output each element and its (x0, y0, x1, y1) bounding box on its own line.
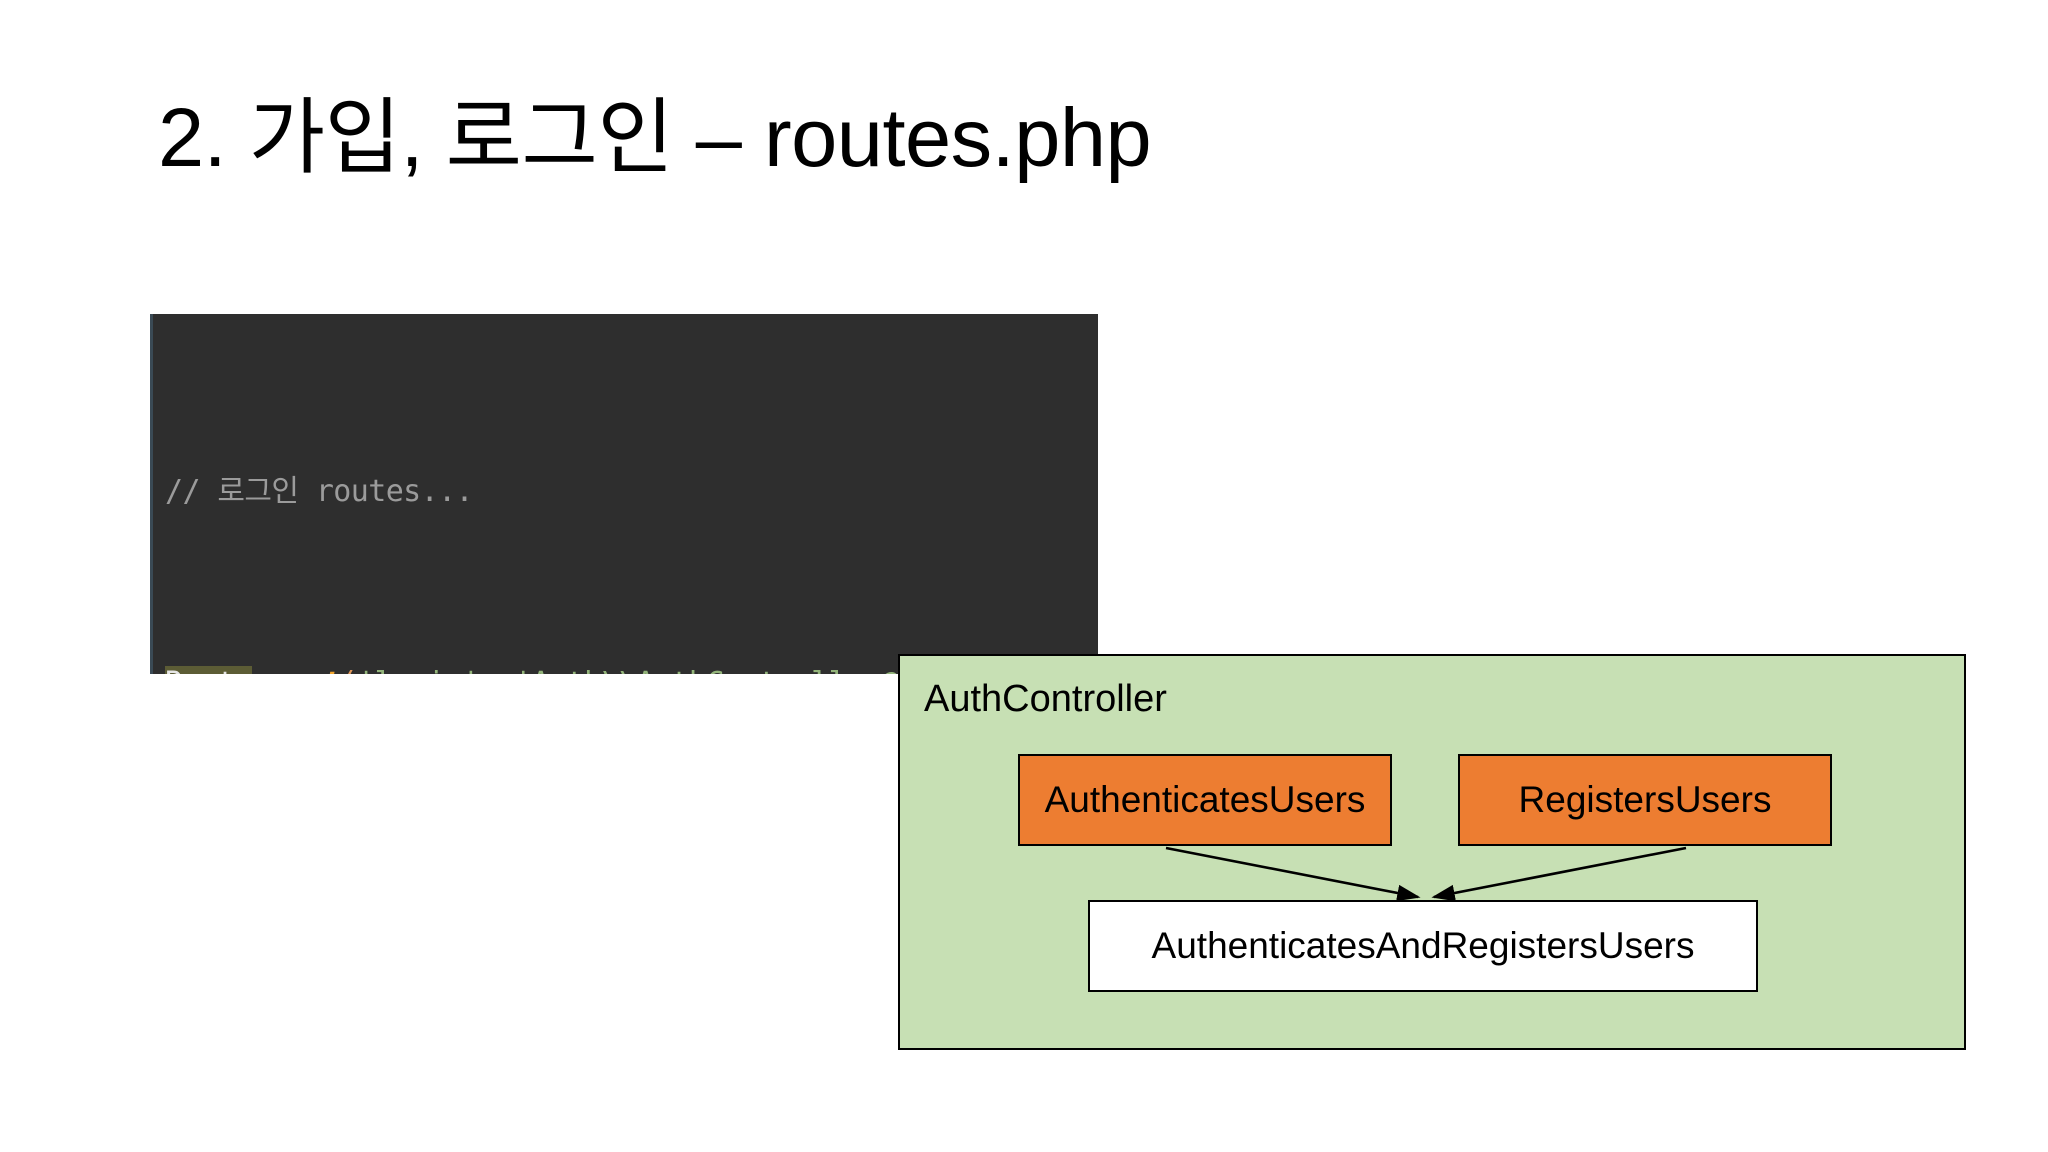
code-line-comment-login: // 로그인 routes... (165, 468, 1098, 516)
scope-operator: :: (252, 666, 288, 674)
route-class: Route (165, 666, 253, 674)
code-panel: // 로그인 routes... Route::get('login', 'Au… (150, 314, 1098, 674)
trait-box-registers-users[interactable]: RegistersUsers (1458, 754, 1832, 846)
route-action: 'Auth\\AuthController@getLogin' (514, 666, 1056, 674)
comment-text: // 로그인 routes... (165, 474, 474, 509)
page-title: 2. 가입, 로그인 – routes.php (158, 91, 1152, 184)
auth-controller-label: AuthController (924, 678, 1167, 720)
auth-controller-diagram: AuthController AuthenticatesUsers Regist… (898, 654, 1966, 1050)
route-path: 'login' (357, 666, 480, 674)
http-method: get (287, 666, 340, 674)
trait-box-authenticates-and-registers-users[interactable]: AuthenticatesAndRegistersUsers (1088, 900, 1758, 992)
open-paren: ( (340, 666, 358, 674)
comma: , (479, 666, 497, 674)
space (497, 666, 514, 674)
trait-box-authenticates-users[interactable]: AuthenticatesUsers (1018, 754, 1392, 846)
code-listing: // 로그인 routes... Route::get('login', 'Au… (165, 324, 1098, 674)
